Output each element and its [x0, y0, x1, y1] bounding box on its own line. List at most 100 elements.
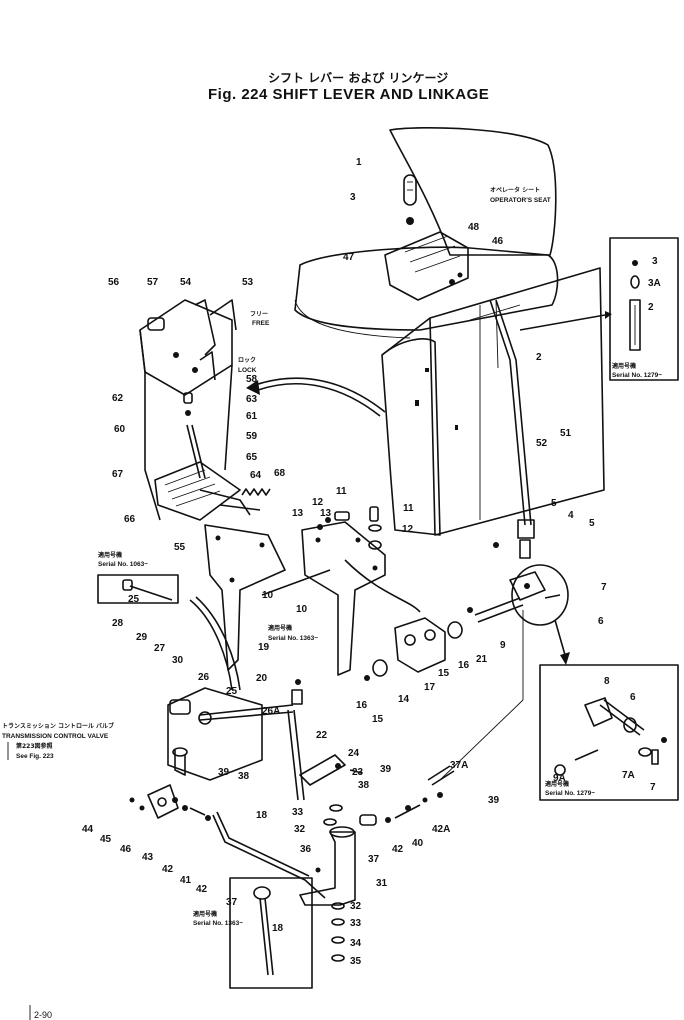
pedal-66 [154, 461, 261, 521]
callout-15: 15 [372, 714, 384, 725]
callout-32: 32 [294, 824, 306, 835]
callout-7A: 7A [622, 770, 635, 781]
callout-46: 46 [120, 844, 132, 855]
lever-22 [299, 754, 363, 786]
callout-numbers: 1347484625251545769211615171412111311121… [82, 157, 661, 967]
callout-3: 3 [350, 192, 356, 203]
callout-35: 35 [350, 956, 362, 967]
callout-20: 20 [256, 673, 268, 684]
callout-12: 12 [312, 497, 324, 508]
callout-5: 5 [551, 498, 557, 509]
label-serial-jp-1063: 適用号機 [98, 551, 122, 559]
callout-37A: 37A [450, 760, 468, 771]
detail-circle [511, 564, 569, 626]
label-tcv: TRANSMISSION CONTROL VALVE [2, 733, 109, 740]
label-operators-seat-jp: オペレータ シート [490, 186, 540, 194]
inset-serial-1363 [229, 877, 313, 989]
shift-knob [403, 174, 417, 225]
guide-25 [189, 596, 241, 691]
callout-55: 55 [174, 542, 186, 553]
callout-67: 67 [112, 469, 124, 480]
callout-30: 30 [172, 655, 184, 666]
callout-25: 25 [128, 594, 140, 605]
callout-11: 11 [403, 503, 414, 514]
title-japanese: シフト レバー および リンケージ [268, 70, 448, 85]
callout-32: 32 [350, 901, 362, 912]
spring-68 [241, 488, 271, 496]
callout-38: 38 [358, 780, 370, 791]
label-serial-1063: Serial No. 1063~ [98, 561, 148, 568]
lever-43 [129, 784, 211, 821]
callout-2: 2 [536, 352, 542, 363]
callout-54: 54 [180, 277, 192, 288]
callout-6: 6 [598, 616, 604, 627]
callout-53: 53 [242, 277, 254, 288]
callout-11: 11 [336, 486, 347, 497]
pointer-detail [554, 619, 566, 656]
callout-38: 38 [238, 771, 250, 782]
label-serial-1363-b: Serial No. 1363~ [193, 920, 243, 927]
callout-59: 59 [246, 431, 258, 442]
lock-rod-59 [183, 392, 206, 479]
label-tcv-jp: トランスミッション コントロール バルブ [2, 722, 114, 730]
callout-56: 56 [108, 277, 120, 288]
callout-42: 42 [196, 884, 208, 895]
lever-31 [299, 826, 356, 906]
callout-14: 14 [398, 694, 410, 705]
callout-47: 47 [343, 252, 355, 263]
callout-21: 21 [476, 654, 488, 665]
serial-1063-bolt [97, 574, 179, 604]
callout-52: 52 [536, 438, 548, 449]
rod-18 [199, 679, 305, 801]
link-rod-lower [212, 814, 326, 899]
pointer-inset-top [519, 314, 606, 331]
callout-23: 23 [352, 767, 364, 778]
callout-43: 43 [142, 852, 154, 863]
callout-12: 12 [402, 524, 414, 535]
callout-65: 65 [246, 452, 258, 463]
callout-46: 46 [492, 236, 504, 247]
label-see-fig-jp: 第223図参照 [15, 742, 53, 750]
callout-42A: 42A [432, 824, 450, 835]
shaft-9 [467, 542, 561, 623]
callout-18: 18 [272, 923, 284, 934]
callout-25: 25 [226, 686, 238, 697]
callout-3A: 3A [648, 278, 661, 289]
callout-17: 17 [424, 682, 436, 693]
callout-5: 5 [589, 518, 595, 529]
label-serial-jp-1: 適用号機 [612, 362, 636, 370]
callout-37: 37 [368, 854, 380, 865]
washer-32 [323, 818, 337, 826]
lever-rod-2 [489, 299, 535, 559]
label-free: FREE [252, 320, 270, 327]
callout-28: 28 [112, 618, 124, 629]
callout-22: 22 [316, 730, 328, 741]
bushing-15-top [447, 621, 463, 639]
callout-44: 44 [82, 824, 94, 835]
callout-40: 40 [412, 838, 424, 849]
washer-33 [329, 804, 343, 812]
bracket-10-right [301, 521, 386, 676]
label-see-fig: See Fig. 223 [16, 753, 54, 760]
callout-37: 37 [226, 897, 238, 908]
callout-9: 9 [500, 640, 506, 651]
label-serial-1279: Serial No. 1279~ [612, 372, 662, 379]
callout-60: 60 [114, 424, 126, 435]
label-serial-1279-b: Serial No. 1279~ [545, 790, 595, 797]
callout-18: 18 [256, 810, 268, 821]
linkage-40-42 [385, 797, 428, 823]
callout-48: 48 [468, 222, 480, 233]
shift-guide [384, 231, 469, 301]
callout-57: 57 [147, 277, 159, 288]
callout-9A: 9A [553, 773, 566, 784]
transmission-control-valve [167, 687, 263, 781]
title-english: Fig. 224 SHIFT LEVER AND LINKAGE [208, 86, 489, 103]
callout-2: 2 [648, 302, 654, 313]
label-serial-jp-1363-b: 適用号機 [193, 910, 217, 918]
label-lock: LOCK [238, 367, 257, 374]
callout-6: 6 [630, 692, 636, 703]
callout-34: 34 [350, 938, 362, 949]
callout-26: 26 [198, 672, 210, 683]
operators-seat [294, 127, 559, 339]
